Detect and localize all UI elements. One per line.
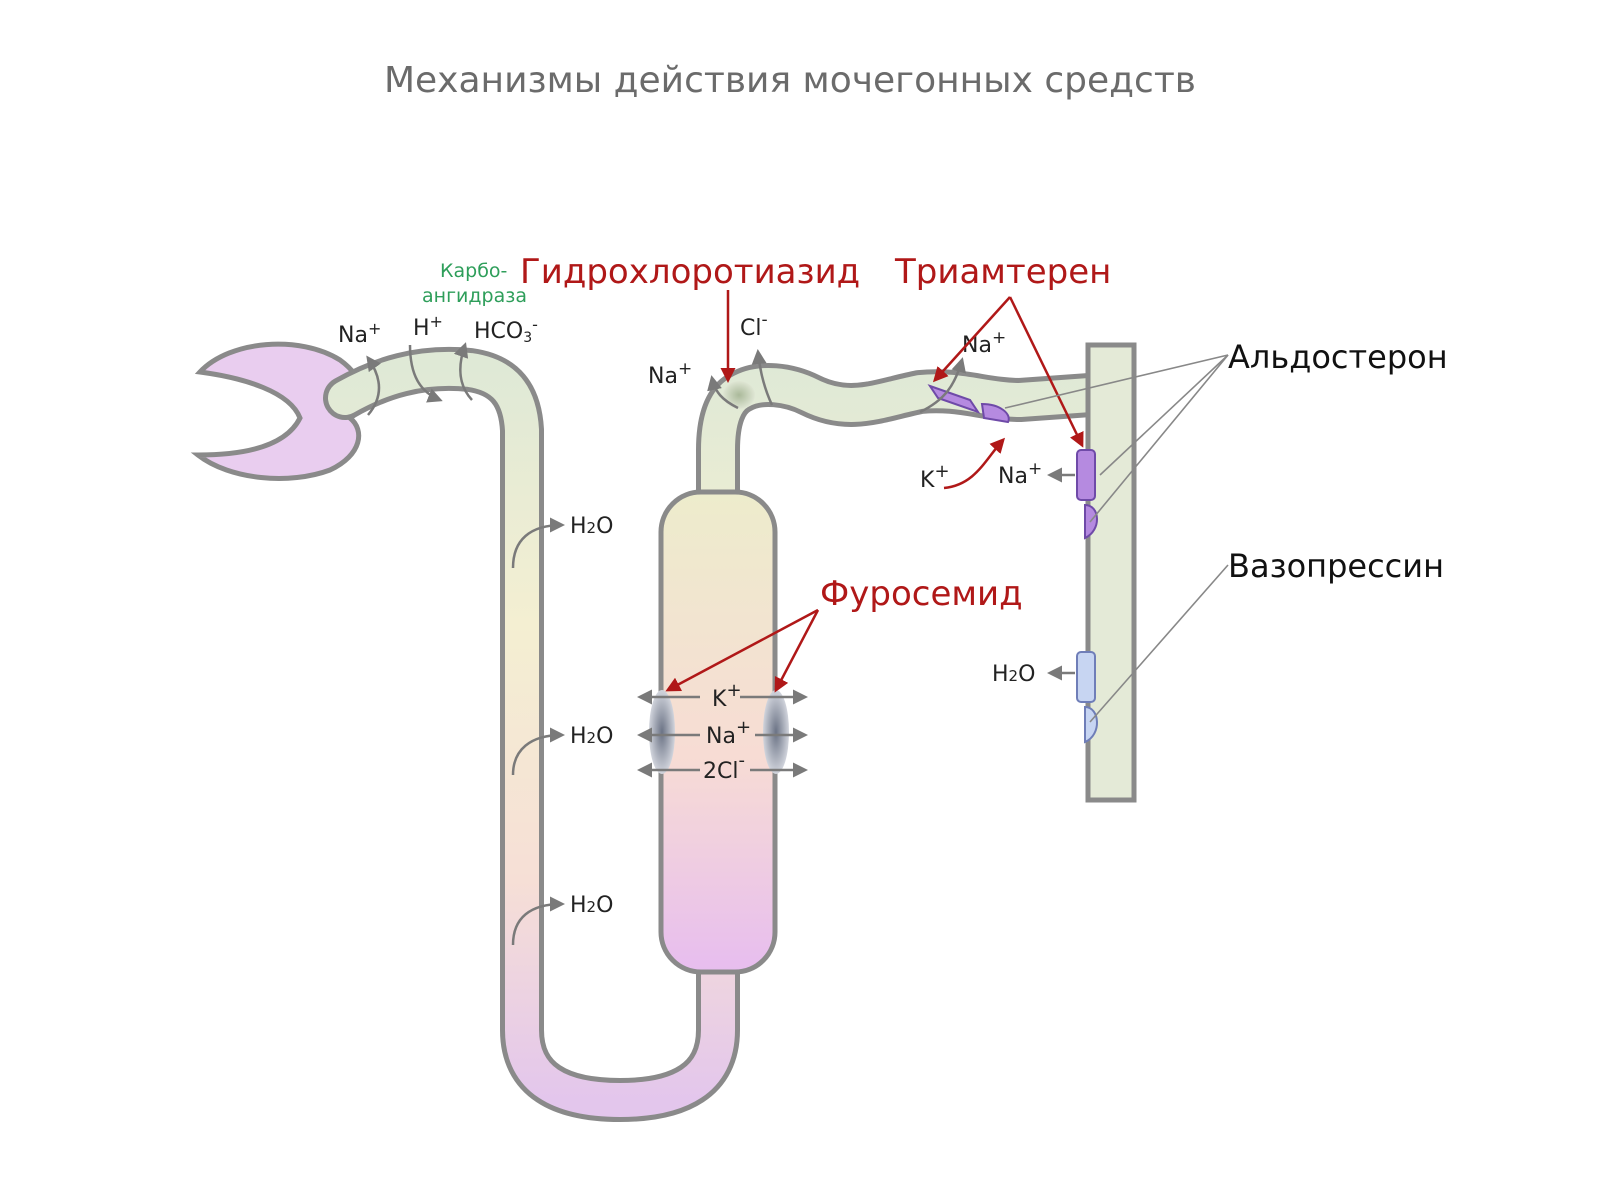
h-proximal-label: H+ — [413, 312, 443, 341]
enzyme-label-line1: Карбо- — [440, 260, 507, 282]
h2o-arrow-2 — [511, 727, 565, 776]
ncc-transporter — [723, 381, 755, 409]
na-enac-arrow — [919, 357, 966, 414]
na-nkcc-label: Na+ — [706, 717, 751, 749]
aldosterone-label: Альдостерон — [1228, 338, 1448, 376]
diagram-title: Механизмы действия мочегонных средств — [384, 60, 1196, 101]
furosemide-arrow-right — [774, 609, 820, 693]
furosemide-label: Фуросемид — [820, 574, 1023, 614]
vasopressin-receptor — [1084, 705, 1098, 744]
na-proximal-label: Na+ — [338, 319, 381, 348]
vasopressin-channel — [1076, 651, 1096, 703]
h2o-label-3: H2O — [570, 893, 613, 918]
aldosterone-channel — [1076, 449, 1096, 501]
aldosterone-line-enac — [1004, 354, 1229, 409]
cl-distal-arrow — [751, 349, 774, 406]
triamterene-arrow-collecting — [1008, 296, 1084, 448]
triamterene-label: Триамтерен — [894, 252, 1111, 292]
furosemide-arrow-left — [665, 608, 819, 692]
h2o-collecting-label: H2O — [992, 662, 1035, 687]
k-secretion-arrow — [943, 437, 1006, 490]
vasopressin-line — [1089, 564, 1229, 723]
aldosterone-line-channel — [1099, 354, 1229, 476]
na-collecting-label: Na+ — [998, 459, 1042, 489]
vasopressin-label: Вазопрессин — [1228, 547, 1444, 585]
triamterene-arrow-enac — [932, 296, 1011, 383]
enzyme-label-line2: ангидраза — [422, 285, 527, 307]
h2o-arrow-1 — [511, 517, 565, 569]
h2o-arrow-3 — [511, 896, 565, 946]
na-proximal-arrow — [366, 355, 382, 416]
cl-distal-label: Cl- — [740, 310, 768, 341]
k-secretion-label: K+ — [920, 461, 950, 493]
na-distal-label: Na+ — [648, 359, 692, 389]
h2o-label-1: H2O — [570, 514, 613, 539]
enac-channel — [927, 384, 981, 414]
k-nkcc-label: K+ — [712, 680, 742, 712]
hco3-proximal-label: HCO3- — [474, 315, 538, 346]
nkcc-pump-left — [649, 690, 675, 774]
nkcc-pump-right — [763, 690, 789, 774]
nephron-lumen — [328, 351, 1107, 1117]
h-proximal-arrow — [408, 344, 443, 403]
aldosterone-line-receptor — [1089, 354, 1229, 523]
bowman-capsule — [190, 341, 366, 481]
hco3-proximal-arrow — [453, 342, 473, 401]
h2o-label-2: H2O — [570, 724, 613, 749]
enac-channel-2 — [980, 402, 1010, 424]
na-distal-arrow — [707, 375, 739, 410]
cl-nkcc-label: 2Cl- — [703, 750, 745, 784]
hydrochlorothiazide-label: Гидрохлоротиазид — [520, 252, 860, 292]
